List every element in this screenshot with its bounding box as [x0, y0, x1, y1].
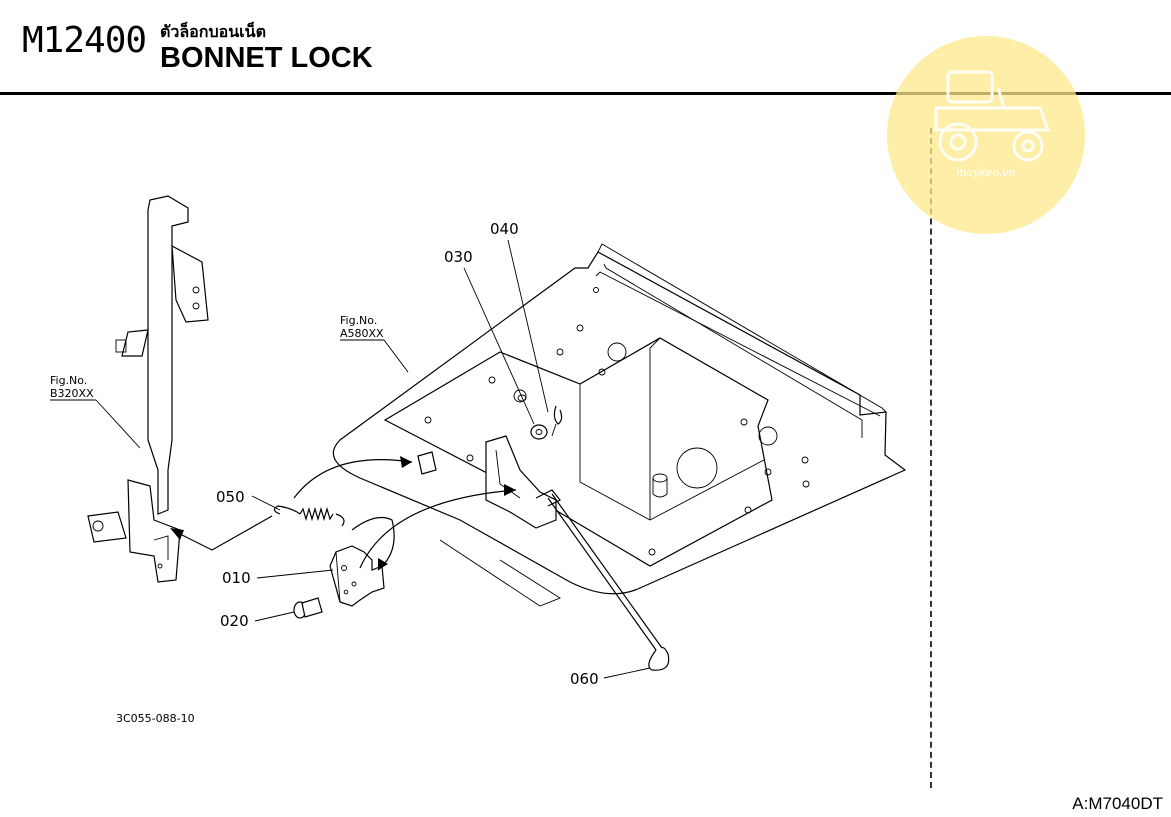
callout-020: 020	[220, 612, 249, 630]
leader-010	[256, 569, 334, 579]
header-rule	[0, 92, 1171, 95]
front-bracket	[87, 195, 209, 583]
lock-plate-010	[329, 545, 385, 607]
arrow-head-3	[378, 558, 388, 570]
drawing-number: 3C055-088-10	[116, 712, 195, 725]
leader-050	[251, 495, 281, 511]
release-rod-060	[535, 489, 670, 671]
arrow-head-4	[170, 528, 184, 540]
arrow-spring-to-panel	[293, 459, 413, 499]
pin-040	[551, 405, 563, 437]
callout-010: 010	[222, 569, 251, 587]
fig-ref-left-label: Fig.No.	[50, 374, 87, 387]
model-code: A:M7040DT	[1072, 794, 1163, 813]
arrow-spring-hook	[351, 517, 395, 571]
fig-ref-left-leader	[95, 399, 141, 449]
watermark-text: maykeo.vn	[956, 166, 1016, 179]
page-title: BONNET LOCK	[160, 42, 373, 74]
page-code: M12400	[22, 20, 147, 61]
leader-030	[463, 267, 535, 425]
watermark-logo	[887, 36, 1085, 234]
leader-040	[507, 239, 549, 413]
fig-ref-right-label: Fig.No.	[340, 314, 377, 327]
callout-050: 050	[216, 488, 245, 506]
leader-060	[603, 667, 651, 679]
fig-ref-right-leader	[383, 339, 409, 373]
arrow-to-bracket	[175, 515, 273, 551]
tractor-watermark-icon	[934, 70, 1051, 162]
leader-020	[254, 611, 295, 622]
dashed-divider	[930, 128, 932, 788]
arrow-head-1	[400, 456, 412, 468]
bonnet-panel	[332, 243, 907, 607]
pin-020	[293, 597, 323, 619]
fig-ref-right-number: A580XX	[340, 327, 384, 340]
page-title-thai: ตัวล็อกบอนเน็ต	[160, 22, 266, 41]
washer-030	[530, 424, 548, 440]
callout-060: 060	[570, 670, 599, 688]
callout-040: 040	[490, 220, 519, 238]
callout-030: 030	[444, 248, 473, 266]
arrow-head-2	[504, 484, 516, 496]
fig-ref-left-number: B320XX	[50, 387, 94, 400]
spring-050	[273, 505, 345, 527]
arrow-plate-to-panel	[359, 489, 517, 569]
